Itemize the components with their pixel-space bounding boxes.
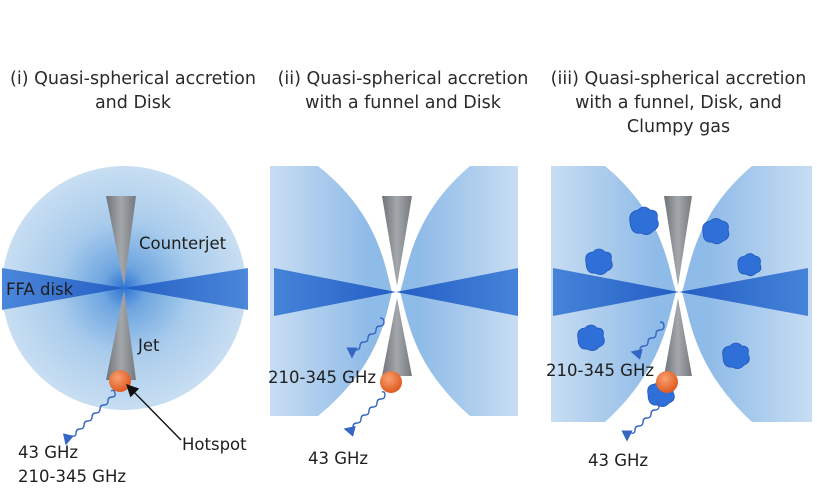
jet-cone — [106, 290, 136, 380]
wave-low-arrow — [621, 401, 660, 442]
disk-left-wedge — [274, 268, 396, 316]
gas-clump — [737, 253, 762, 277]
disk-right-wedge — [124, 268, 248, 310]
hotspot-marker — [380, 371, 402, 393]
disk-label: FFA disk — [6, 280, 74, 299]
gas-clump — [629, 206, 659, 235]
panel-1: Counterjet FFA disk Jet Hotspot 43 GHz 2… — [2, 166, 248, 486]
counterjet-label: Counterjet — [139, 234, 227, 253]
counterjet-cone — [664, 196, 692, 286]
freq-low-label: 43 GHz — [308, 449, 368, 468]
panel-1-title: (i) Quasi-spherical accretion and Disk — [10, 69, 256, 113]
freq-high-label: 210-345 GHz — [546, 361, 654, 380]
wave-high-arrow — [346, 317, 385, 359]
wave-low-arrow — [343, 391, 386, 437]
gas-clump — [577, 324, 605, 351]
funnel-cavity — [318, 166, 470, 416]
jet-cone — [382, 298, 412, 376]
funnel-cavity — [605, 166, 752, 422]
counterjet-cone — [106, 196, 136, 286]
panel-3-title: (iii) Quasi-spherical accretion with a f… — [550, 69, 807, 137]
gas-clump — [702, 218, 730, 245]
gas-clump — [585, 248, 613, 275]
disk-left-wedge — [553, 268, 679, 316]
freq-low-label: 43 GHz — [588, 451, 648, 470]
disk-left-wedge — [2, 268, 124, 310]
hotspot-marker — [109, 370, 131, 392]
gas-clump — [722, 342, 750, 369]
panel-2-title: (ii) Quasi-spherical accretion with a fu… — [277, 69, 529, 113]
panel-2: 210-345 GHz 43 GHz — [268, 166, 518, 468]
wave-emission-arrow — [62, 389, 116, 446]
disk-right-wedge — [679, 268, 808, 316]
counterjet-cone — [382, 196, 412, 286]
hotspot-label: Hotspot — [182, 435, 247, 454]
jet-cone — [664, 298, 692, 376]
freq-high-label: 210-345 GHz — [18, 467, 126, 486]
hotspot-marker — [656, 371, 678, 393]
freq-low-label: 43 GHz — [18, 443, 78, 462]
disk-right-wedge — [396, 268, 518, 316]
freq-high-label: 210-345 GHz — [268, 368, 376, 387]
jet-label: Jet — [137, 336, 160, 355]
wave-high-arrow — [630, 321, 665, 360]
hotspot-pointer-arrow — [126, 384, 182, 441]
panel-3: 210-345 GHz 43 GHz — [546, 166, 812, 470]
